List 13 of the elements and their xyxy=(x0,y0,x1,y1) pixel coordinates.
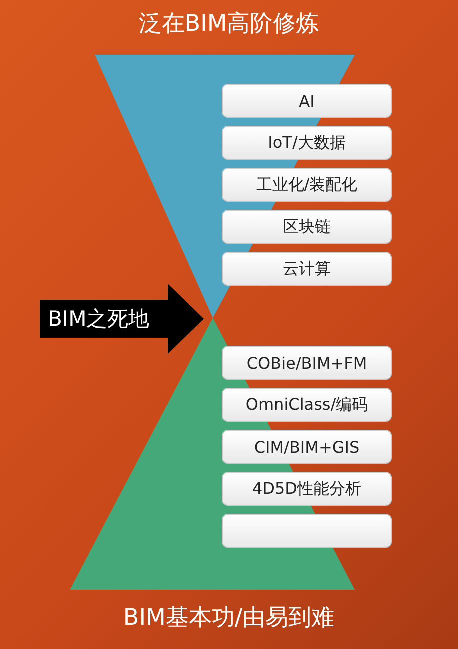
text-box: 区块链 xyxy=(222,210,392,244)
blank-box xyxy=(222,514,392,548)
caption: BIM基本功/由易到难 xyxy=(122,604,336,633)
text-box: IoT/大数据 xyxy=(222,126,392,160)
text-box: 工业化/装配化 xyxy=(222,168,392,202)
text-box: COBie/BIM+FM xyxy=(222,346,392,380)
arrow-banner: BIM之死地 xyxy=(40,284,204,354)
text-box: 4D5D性能分析 xyxy=(222,472,392,506)
text-box: 云计算 xyxy=(222,252,392,286)
title: 泛在BIM高阶修炼 xyxy=(138,10,320,39)
text-box: OmniClass/编码 xyxy=(222,388,392,422)
text-box: CIM/BIM+GIS xyxy=(222,430,392,464)
text-box: AI xyxy=(222,84,392,118)
